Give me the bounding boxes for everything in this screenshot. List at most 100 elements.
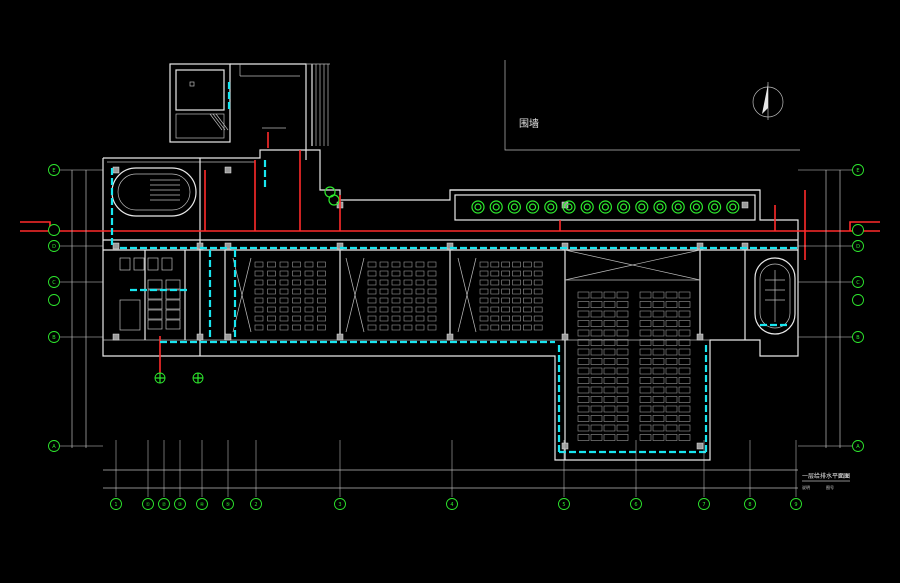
hall-seat xyxy=(603,358,616,365)
desk xyxy=(403,324,413,331)
sink xyxy=(119,257,131,271)
hall-seat xyxy=(639,301,652,308)
desk xyxy=(479,306,489,313)
column-axis-label: 8 xyxy=(748,502,751,508)
desk xyxy=(501,315,510,322)
row-axis-label: E xyxy=(52,168,55,174)
desk xyxy=(391,261,401,268)
desk xyxy=(415,270,425,277)
toilet-stall xyxy=(147,309,163,320)
hall-seat xyxy=(616,377,629,384)
tree-symbol-icon xyxy=(726,200,740,214)
hall-seat xyxy=(616,291,629,299)
tree-symbol-icon xyxy=(580,200,594,214)
hall-seat xyxy=(639,396,652,403)
hall-seat xyxy=(652,377,665,384)
hall-seat xyxy=(577,434,590,441)
hall-seat xyxy=(678,424,691,432)
hall-seat xyxy=(577,396,590,403)
column-axis-label: 7 xyxy=(702,502,705,508)
desk xyxy=(403,279,413,286)
desk xyxy=(367,306,377,313)
desk xyxy=(379,279,389,286)
hall-seat xyxy=(652,320,665,327)
desk xyxy=(533,279,543,286)
column xyxy=(446,333,454,341)
desk xyxy=(490,270,500,277)
desk xyxy=(317,270,326,277)
desk xyxy=(379,306,389,313)
hall-seat xyxy=(665,367,678,375)
hall-seat xyxy=(590,434,603,441)
tree-symbol-icon xyxy=(489,200,503,214)
hall-seat xyxy=(590,358,603,365)
desk xyxy=(267,306,276,313)
axis-bubble-icon xyxy=(48,224,60,236)
sink xyxy=(161,257,173,271)
column-axis-label: ④ xyxy=(200,502,205,508)
hall-seat xyxy=(616,329,629,337)
desk xyxy=(523,306,532,313)
desk xyxy=(415,324,425,331)
hall-seat xyxy=(639,358,652,365)
axis-bubble-icon: A xyxy=(852,440,864,452)
desk xyxy=(317,279,326,286)
desk xyxy=(379,270,389,277)
desk xyxy=(267,279,276,286)
hall-seat xyxy=(616,405,629,413)
hall-seat xyxy=(652,405,665,413)
sink xyxy=(147,257,159,271)
hall-seat xyxy=(665,424,678,432)
hall-seat xyxy=(678,320,691,327)
column xyxy=(741,201,749,209)
hall-seat xyxy=(603,424,616,432)
desk xyxy=(279,261,289,268)
hall-seat xyxy=(577,386,590,394)
hall-seat xyxy=(665,405,678,413)
tree-symbol-icon xyxy=(635,200,649,214)
desk xyxy=(427,324,437,331)
desk xyxy=(479,315,489,322)
desk xyxy=(292,297,301,304)
hall-seat xyxy=(652,329,665,337)
desk xyxy=(391,306,401,313)
hall-seat xyxy=(665,415,678,422)
tree-symbol-icon xyxy=(507,200,522,214)
hall-seat xyxy=(652,434,665,441)
hall-seat xyxy=(590,310,603,318)
hall-seat xyxy=(652,367,665,375)
tree-symbol-icon xyxy=(562,200,576,214)
riser-marker-icon xyxy=(192,372,204,384)
hall-seat xyxy=(590,339,603,346)
desk xyxy=(267,297,276,304)
hall-seat xyxy=(678,396,691,403)
hall-seat xyxy=(678,405,691,413)
desk xyxy=(379,324,389,331)
desk xyxy=(479,324,489,331)
hall-seat xyxy=(665,358,678,365)
row-axis-label: A xyxy=(856,444,860,450)
desk xyxy=(391,297,401,304)
desk xyxy=(254,261,264,268)
desk xyxy=(391,270,401,277)
column-axis-label: 9 xyxy=(794,502,797,508)
toilet-stall xyxy=(165,319,181,330)
hall-seat xyxy=(590,329,603,337)
desk xyxy=(403,306,413,313)
hall-seat xyxy=(590,396,603,403)
desk xyxy=(415,297,425,304)
hall-seat xyxy=(639,434,652,441)
toilet-stall xyxy=(147,299,163,310)
washroom xyxy=(119,299,141,331)
desk xyxy=(490,315,500,322)
hall-seat xyxy=(590,367,603,375)
desk xyxy=(533,297,543,304)
wall-label: 围墙 xyxy=(519,117,539,130)
column xyxy=(112,242,120,250)
hall-seat xyxy=(652,386,665,394)
desk xyxy=(367,270,377,277)
desk xyxy=(523,297,532,304)
riser-marker-icon xyxy=(154,372,166,384)
column xyxy=(561,442,569,450)
